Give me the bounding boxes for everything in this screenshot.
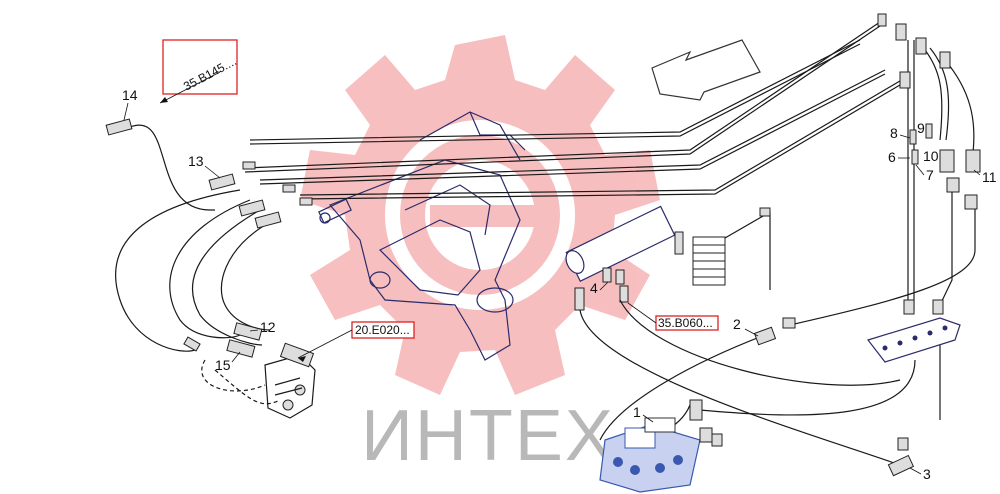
reference-box-e020[interactable]: 20.E020...	[297, 321, 415, 362]
mounting-plate	[866, 317, 961, 363]
center-manifold	[565, 205, 676, 311]
callout-14: 14	[122, 87, 138, 103]
hose-bundle-top	[244, 21, 906, 200]
control-valve	[599, 417, 723, 493]
reference-label-e020: 20.E020...	[355, 323, 410, 337]
watermark-text: ИНТЕХ	[361, 396, 615, 476]
hose-fittings-right	[689, 13, 981, 477]
callout-4: 4	[590, 280, 598, 296]
reference-box-b145[interactable]: 35.B145....	[159, 39, 239, 104]
hose-fittings-left	[105, 118, 313, 358]
callout-10: 10	[923, 148, 939, 164]
callout-15: 15	[215, 357, 231, 373]
callout-1: 1	[633, 404, 641, 420]
callout-8: 8	[890, 125, 898, 141]
callout-3: 3	[923, 466, 931, 482]
callout-9: 9	[917, 120, 925, 136]
direction-arrow-icon	[651, 39, 761, 101]
hose-loops-left	[115, 124, 281, 405]
callout-7: 7	[926, 167, 934, 183]
reference-label-b060: 35.B060...	[658, 316, 713, 330]
callout-6: 6	[888, 149, 896, 165]
reference-box-b060[interactable]: 35.B060...	[627, 302, 719, 331]
left-valve-block	[264, 342, 316, 419]
callout-11: 11	[982, 169, 997, 185]
callout-2: 2	[733, 316, 741, 332]
callout-12: 12	[260, 319, 276, 335]
watermark-logo	[300, 35, 660, 395]
hose-right-vertical	[579, 40, 976, 466]
callouts: 14 13 12 15 8 9 6 7 10 11 4 2 1 3	[122, 87, 997, 482]
callout-13: 13	[188, 153, 204, 169]
valve-stack	[674, 207, 771, 290]
